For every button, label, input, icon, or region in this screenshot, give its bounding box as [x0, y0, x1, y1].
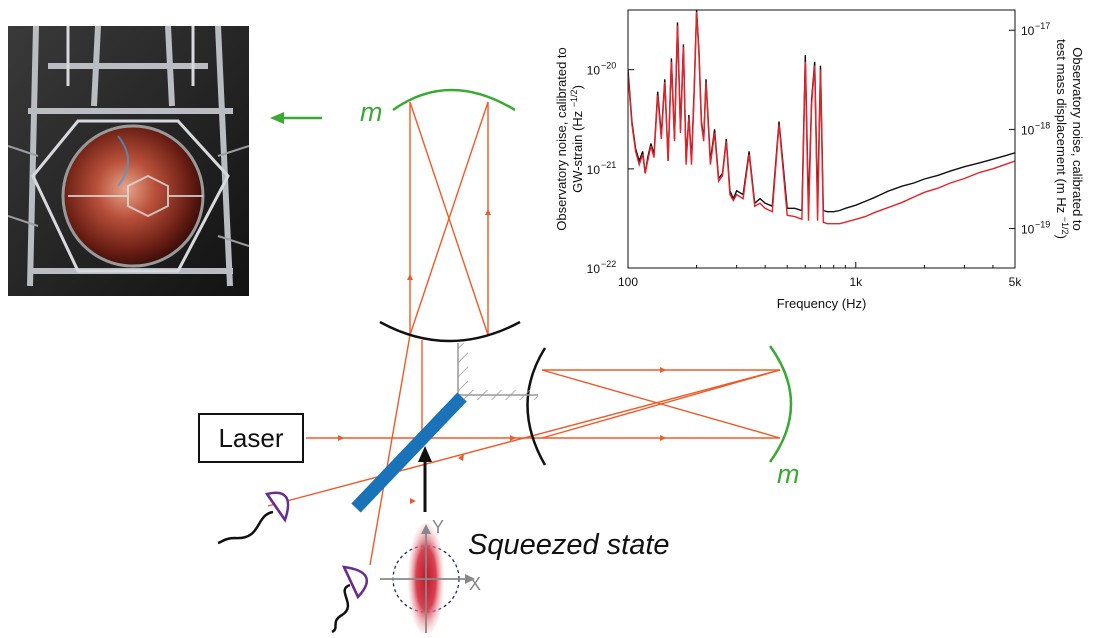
mass-label-top: m [360, 97, 383, 127]
top-end-mirror [392, 88, 516, 112]
y-right-tick-label: 10 [1021, 24, 1035, 38]
y-left-tick-exponent: −21 [601, 160, 616, 170]
y-right-tick-exponent: −19 [1035, 220, 1050, 230]
y-left-tick-label: 10 [587, 163, 601, 177]
squeezed-injection-arrow [418, 446, 432, 512]
y-axis-label: Y [432, 517, 444, 537]
y-left-tick-label: 10 [587, 64, 601, 78]
y-left-tick-label: 10 [587, 262, 601, 276]
y-right-tick-label: 10 [1021, 223, 1035, 237]
beamsplitter [351, 392, 467, 513]
squeezed-state-label: Squeezed state [468, 529, 670, 561]
plot-frame [627, 9, 1016, 269]
right-input-mirror [526, 347, 547, 466]
y-right-tick-label: 10 [1021, 123, 1035, 137]
photo-pointer-arrow [270, 112, 322, 124]
beam-direction-arrows [338, 209, 666, 504]
y-left-axis-title-line1: Observatory noise, calibrated to [554, 47, 569, 231]
photodetector-lower [331, 565, 369, 634]
photodetector-upper [217, 491, 290, 545]
laser-source: Laser [198, 413, 304, 463]
series-line-1 [628, 12, 1015, 225]
x-tick-label: 1k [849, 275, 863, 289]
laser-beams [267, 101, 781, 566]
right-end-mirror [768, 345, 793, 463]
folding-mirror-corner [457, 343, 538, 400]
y-left-tick-exponent: −22 [601, 259, 616, 269]
x-tick-label: 100 [618, 275, 638, 289]
y-right-tick-exponent: −17 [1035, 21, 1050, 31]
x-axis-label: X [469, 574, 481, 594]
y-right-axis-title-line2: test mass displacement (m Hz −1/2) [1054, 39, 1070, 239]
x-axis-title: Frequency (Hz) [777, 296, 867, 311]
y-right-axis-title-line1: Observatory noise, calibrated to [1070, 47, 1085, 231]
laser-label: Laser [218, 422, 284, 453]
mass-label-right: m [777, 459, 800, 489]
top-input-mirror [379, 320, 521, 343]
x-tick-label: 5k [1009, 275, 1023, 289]
test-mass-photo [8, 26, 249, 296]
y-left-tick-exponent: −20 [601, 61, 616, 71]
y-right-tick-exponent: −18 [1035, 120, 1050, 130]
y-left-axis-title-line2: GW-strain (Hz −1/2) [569, 85, 585, 193]
cavity-mirrors [379, 88, 793, 466]
squeezed-state-diagram: Y X [380, 517, 481, 635]
